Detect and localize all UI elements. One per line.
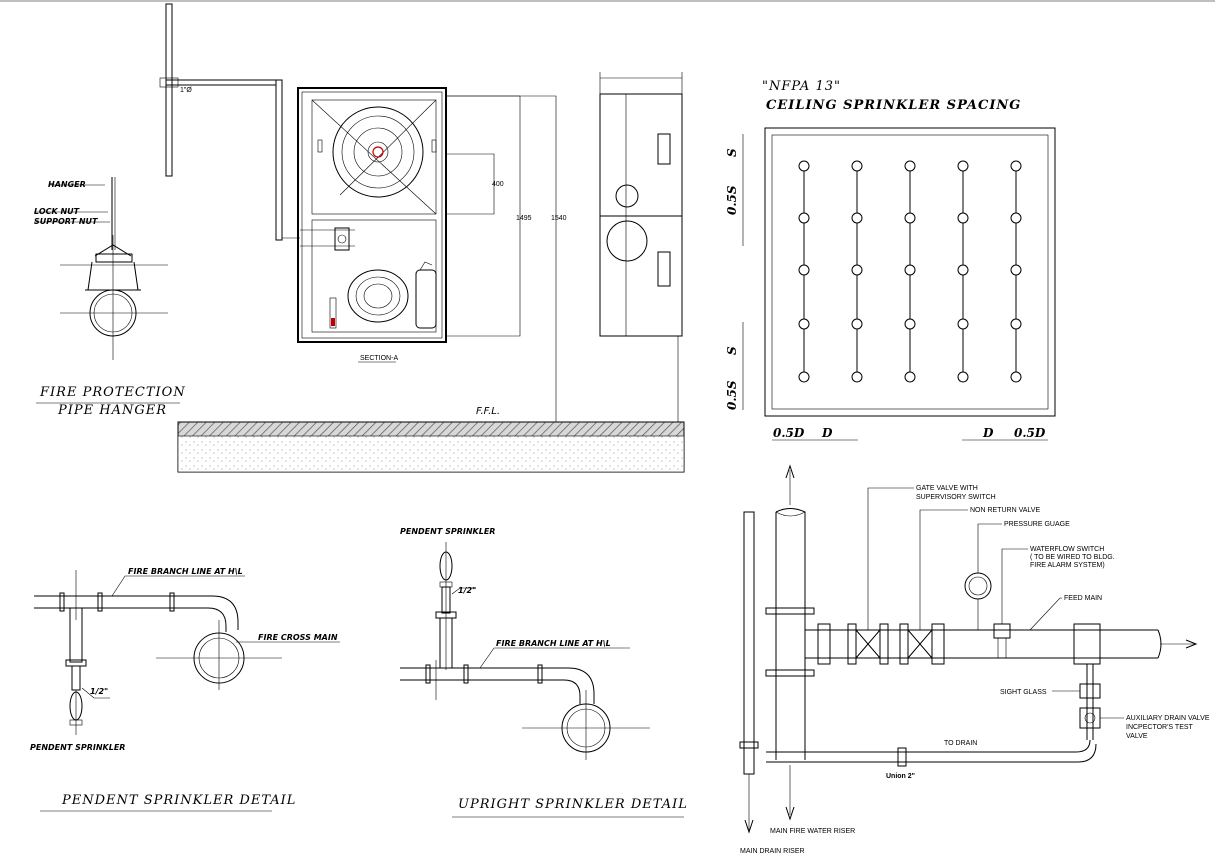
- dim-05s-top: 0.5S: [725, 185, 739, 215]
- ffl-label: F.F.L.: [476, 406, 500, 417]
- sprinkler-head: [904, 160, 916, 172]
- sprinkler-head: [1010, 371, 1022, 383]
- sprinkler-head: [851, 318, 863, 330]
- nfpa-subtitle: CEILING SPRINKLER SPACING: [766, 98, 1021, 113]
- section-a-label: SECTION-A: [360, 355, 398, 362]
- sprinkler-head: [798, 212, 810, 224]
- sprinkler-head: [798, 264, 810, 276]
- aux-drain-label-2: INCPECTOR'S TEST: [1126, 724, 1194, 731]
- sprinkler-head: [1010, 264, 1022, 276]
- pendent-size-label: 1/2": [90, 687, 108, 696]
- hanger-title-line1: FIRE PROTECTION: [39, 385, 186, 400]
- dim-05d-right: 0.5D: [1014, 426, 1046, 440]
- sprinkler-head: [957, 264, 969, 276]
- sprinkler-head: [904, 371, 916, 383]
- sprinkler-head: [957, 160, 969, 172]
- upright-detail-title: UPRIGHT SPRINKLER DETAIL: [458, 797, 688, 812]
- pendent-sprinkler-detail: 1/2" FIRE BRANCH LINE AT H\L FIRE CROSS …: [30, 567, 340, 812]
- sprinkler-head: [851, 371, 863, 383]
- sprinkler-head: [1010, 212, 1022, 224]
- upright-sprinkler-detail: PENDENT SPRINKLER 1/2" FIRE BRANCH LINE …: [400, 527, 688, 818]
- sprinkler-head: [851, 212, 863, 224]
- sprinkler-head: [798, 371, 810, 383]
- hose-cabinet-elevation: 1"Ø SECTION-A 400 1495 1540: [159, 3, 685, 473]
- dim-05d-left: 0.5D: [773, 426, 805, 440]
- drain-riser-label: MAIN DRAIN RISER: [740, 848, 805, 855]
- hanger-label: HANGER: [48, 180, 86, 189]
- sight-glass-label: SIGHT GLASS: [1000, 689, 1047, 696]
- main-riser-label: MAIN FIRE WATER RISER: [770, 828, 855, 835]
- sprinkler-head: [957, 371, 969, 383]
- pendent-branch-label: FIRE BRANCH LINE AT H\L: [128, 567, 243, 576]
- pipe-hanger-detail: HANGER LOCK NUT SUPPORT NUT FIRE PROTECT…: [34, 177, 186, 418]
- gate-valve-label-2: SUPERVISORY SWITCH: [916, 494, 996, 501]
- waterflow-label-3: FIRE ALARM SYSTEM): [1030, 562, 1105, 569]
- dim-05s-bottom: 0.5S: [725, 380, 739, 410]
- sprinkler-head: [1010, 318, 1022, 330]
- dim-1495: 1495: [516, 215, 532, 222]
- feed-main-label: FEED MAIN: [1064, 595, 1102, 602]
- support-nut-label: SUPPORT NUT: [34, 217, 98, 226]
- dim-d-left: D: [821, 426, 833, 440]
- nfpa-title: "NFPA 13": [762, 79, 841, 94]
- riser-diagram: MAIN FIRE WATER RISER MAIN DRAIN RISER: [739, 464, 1210, 855]
- upright-size-label: 1/2": [458, 586, 476, 595]
- sprinkler-head: [904, 264, 916, 276]
- waterflow-label-1: WATERFLOW SWITCH: [1030, 546, 1104, 553]
- dim-1540: 1540: [551, 215, 567, 222]
- dim-400: 400: [492, 181, 504, 188]
- sprinkler-head: [798, 160, 810, 172]
- sprinkler-head: [904, 212, 916, 224]
- sprinkler-head: [957, 318, 969, 330]
- sprinkler-head: [1010, 160, 1022, 172]
- sprinkler-head: [957, 212, 969, 224]
- pendent-cross-main-label: FIRE CROSS MAIN: [258, 633, 338, 642]
- sprinkler-head: [798, 318, 810, 330]
- dim-d-right: D: [982, 426, 994, 440]
- dim-s-top: S: [725, 148, 739, 157]
- dim-s-bottom: S: [725, 346, 739, 355]
- union-label: Union 2": [886, 773, 915, 780]
- sprinkler-head: [904, 318, 916, 330]
- pendent-sprinkler-label: PENDENT SPRINKLER: [30, 743, 125, 752]
- aux-drain-label-3: VALVE: [1126, 733, 1148, 740]
- upright-branch-label: FIRE BRANCH LINE AT H\L: [496, 639, 611, 648]
- to-drain-label: TO DRAIN: [944, 740, 977, 747]
- hanger-title-line2: PIPE HANGER: [57, 403, 167, 418]
- pendent-detail-title: PENDENT SPRINKLER DETAIL: [61, 793, 296, 808]
- sprinkler-grid: [798, 160, 1022, 383]
- svg-text:1"Ø: 1"Ø: [180, 87, 192, 94]
- sprinkler-head: [851, 160, 863, 172]
- sprinkler-head: [851, 264, 863, 276]
- gate-valve-label-1: GATE VALVE WITH: [916, 485, 978, 492]
- non-return-label: NON RETURN VALVE: [970, 507, 1040, 514]
- aux-drain-label-1: AUXILIARY DRAIN VALVE: [1126, 715, 1210, 722]
- upright-sprinkler-label: PENDENT SPRINKLER: [400, 527, 495, 536]
- waterflow-label-2: ( TO BE WIRED TO BLDG.: [1030, 554, 1115, 561]
- pressure-gauge-label: PRESSURE GUAGE: [1004, 521, 1070, 528]
- lock-nut-label: LOCK NUT: [34, 207, 80, 216]
- nfpa-sprinkler-spacing: "NFPA 13" CEILING SPRINKLER SPACING S 0.…: [725, 79, 1056, 441]
